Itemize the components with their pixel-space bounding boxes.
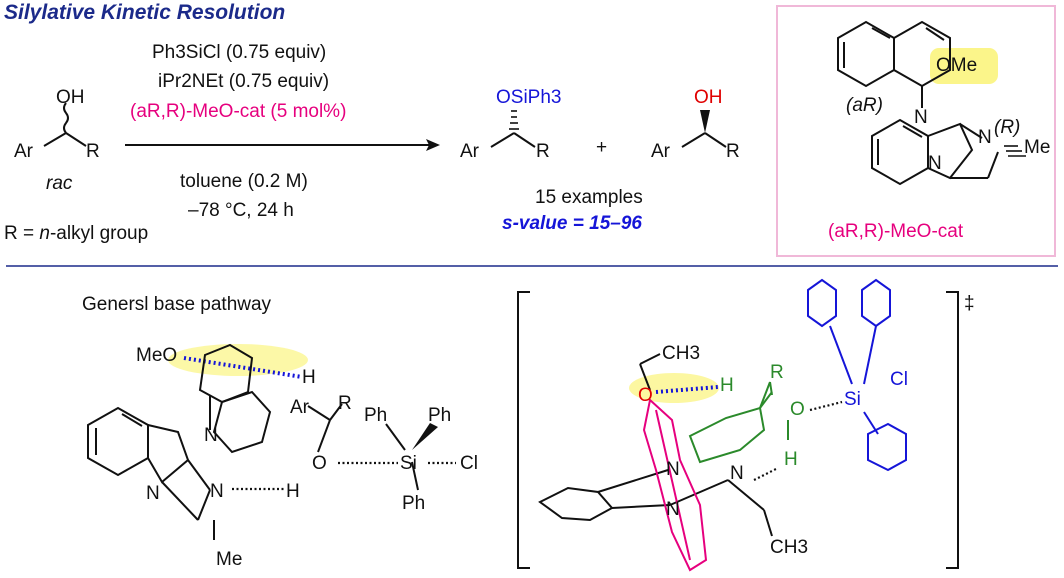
product-alcohol-r: R	[726, 141, 740, 162]
pathway-ar: Ar	[290, 397, 309, 418]
product-ether-ar: Ar	[460, 141, 479, 162]
catalyst-n1: N	[914, 107, 928, 128]
pathway-n-bottom: N	[146, 483, 160, 504]
pathway-me: Me	[216, 549, 243, 570]
product-alcohol-ar: Ar	[651, 141, 670, 162]
ts-h-ch: H	[720, 375, 734, 396]
pathway-o: O	[312, 453, 327, 474]
s-value: s-value = 15–96	[502, 213, 642, 234]
catalyst-ar-label: (aR)	[846, 95, 883, 116]
condition-catalyst: (aR,R)-MeO-cat (5 mol%)	[130, 101, 347, 122]
pathway-si: Si	[400, 453, 417, 474]
ts-n2: N	[730, 463, 744, 484]
product-ether-group: OSiPh3	[496, 87, 562, 108]
product-alcohol-structure	[681, 110, 727, 148]
ts-ch3-bottom: CH3	[770, 537, 809, 558]
catalyst-ome: OMe	[936, 55, 978, 76]
pathway-h2: H	[286, 481, 300, 502]
catalyst-box	[776, 5, 1056, 257]
substrate-r: R	[86, 141, 100, 162]
pathway-h1: H	[302, 367, 316, 388]
pathway-ph3: Ph	[402, 493, 426, 514]
scheme-title: Silylative Kinetic Resolution	[4, 1, 286, 24]
catalyst-structure	[837, 20, 1026, 186]
condition-solvent: toluene (0.2 M)	[180, 171, 308, 192]
ts-n3: N	[666, 499, 680, 520]
pathway-r: R	[338, 393, 352, 414]
pathway-n-mid: N	[210, 481, 224, 502]
substrate-oh: OH	[56, 87, 85, 108]
ts-dagger: ‡	[964, 293, 975, 314]
substrate-structure	[43, 102, 87, 147]
substrate-ar: Ar	[14, 141, 33, 162]
plus-sign: +	[596, 137, 608, 158]
ts-r: R	[770, 362, 784, 383]
condition-reagent1: Ph3SiCl (0.75 equiv)	[152, 42, 327, 63]
reaction-arrow	[125, 139, 440, 151]
r-group-definition: R = n-alkyl group	[4, 223, 149, 244]
product-ether-r: R	[536, 141, 550, 162]
condition-reagent2: iPr2NEt (0.75 equiv)	[158, 71, 330, 92]
pathway-n-top: N	[204, 425, 218, 446]
catalyst-n2: N	[978, 127, 992, 148]
catalyst-n3: N	[928, 153, 942, 174]
ts-h-oh: H	[784, 449, 798, 470]
ts-o-alc: O	[790, 399, 805, 420]
catalyst-name: (aR,R)-MeO-cat	[828, 221, 964, 242]
transition-state-structure	[517, 278, 959, 572]
condition-temp-time: –78 °C, 24 h	[188, 200, 294, 221]
product-ether-structure	[490, 110, 536, 148]
ts-o-meo: O	[638, 385, 653, 406]
pathway-ph1: Ph	[364, 405, 388, 426]
pathway-meo: MeO	[136, 345, 178, 366]
pathway-structure	[87, 343, 456, 540]
ts-si: Si	[844, 389, 861, 410]
product-alcohol-oh: OH	[694, 87, 723, 108]
ts-cl: Cl	[890, 369, 908, 390]
pathway-label: Genersl base pathway	[82, 294, 272, 315]
ts-ch3-top: CH3	[662, 343, 701, 364]
catalyst-me: Me	[1024, 137, 1051, 158]
ts-n1: N	[666, 459, 680, 480]
examples-count: 15 examples	[535, 187, 643, 208]
catalyst-r-label: (R)	[994, 117, 1021, 138]
pathway-cl: Cl	[460, 453, 478, 474]
pathway-ph2: Ph	[428, 405, 452, 426]
substrate-rac: rac	[46, 173, 73, 194]
